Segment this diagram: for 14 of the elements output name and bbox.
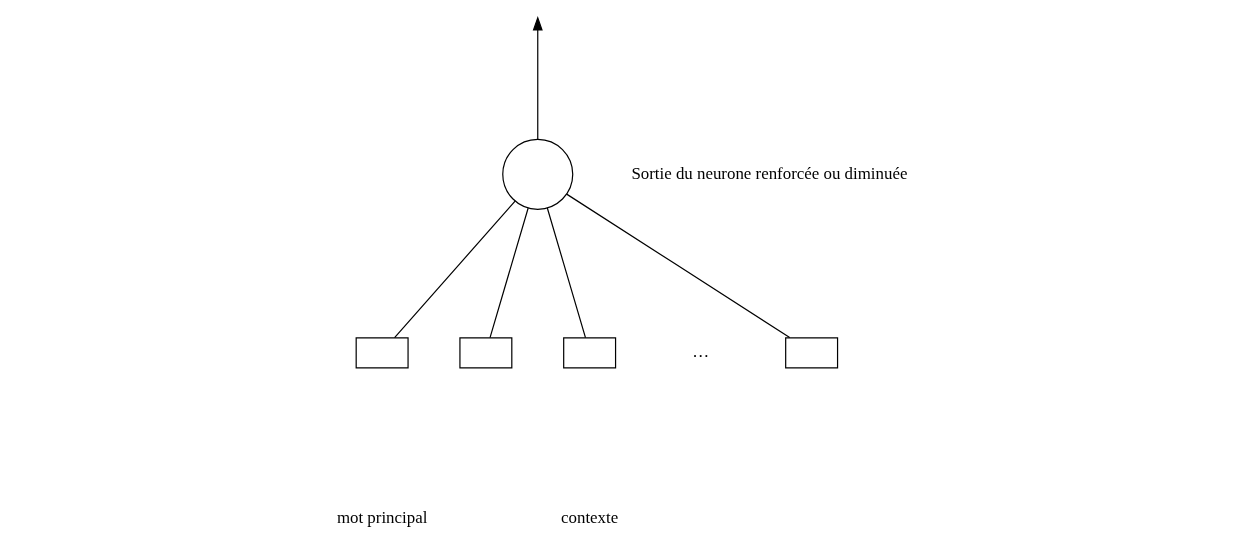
label: contexte (560, 507, 618, 527)
node-label: Sortie du neurone renforcée ou diminuée (630, 163, 907, 183)
label: … (691, 342, 709, 362)
connector (393, 200, 516, 339)
connector (565, 193, 790, 339)
node-box (458, 337, 512, 369)
node-box (355, 337, 409, 369)
node-box (562, 337, 616, 369)
label: mot principal (336, 507, 427, 527)
connector (488, 207, 529, 339)
arrow (532, 16, 543, 140)
node-box (784, 337, 838, 369)
connector (546, 207, 586, 339)
node-circle (501, 138, 573, 210)
